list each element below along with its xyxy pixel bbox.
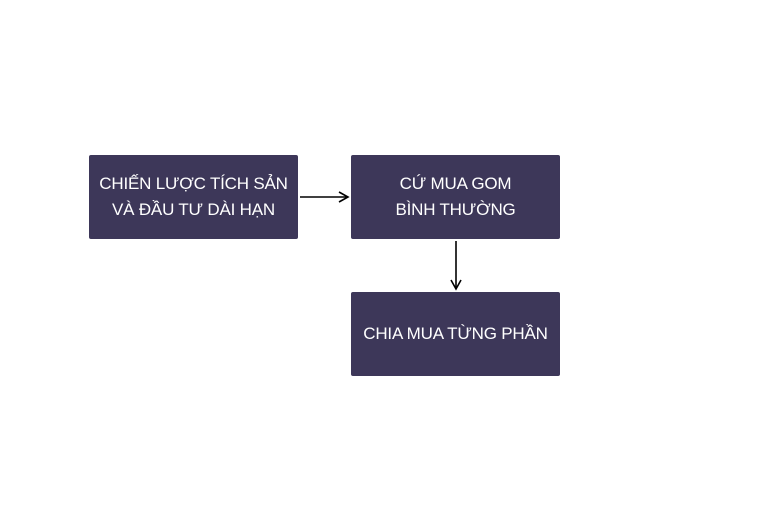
node-label-line: VÀ ĐẦU TƯ DÀI HẠN bbox=[112, 200, 275, 219]
node-label-line: CHIẾN LƯỢC TÍCH SẢN bbox=[99, 174, 288, 193]
node-regular-accumulation: CỨ MUA GOM BÌNH THƯỜNG bbox=[351, 155, 560, 239]
node-long-term-strategy: CHIẾN LƯỢC TÍCH SẢN VÀ ĐẦU TƯ DÀI HẠN bbox=[89, 155, 298, 239]
node-label-line: CHIA MUA TỪNG PHẦN bbox=[363, 324, 548, 343]
node-split-purchase: CHIA MUA TỪNG PHẦN bbox=[351, 292, 560, 376]
node-label-line: BÌNH THƯỜNG bbox=[395, 200, 516, 219]
node-label-line: CỨ MUA GOM bbox=[399, 174, 512, 193]
